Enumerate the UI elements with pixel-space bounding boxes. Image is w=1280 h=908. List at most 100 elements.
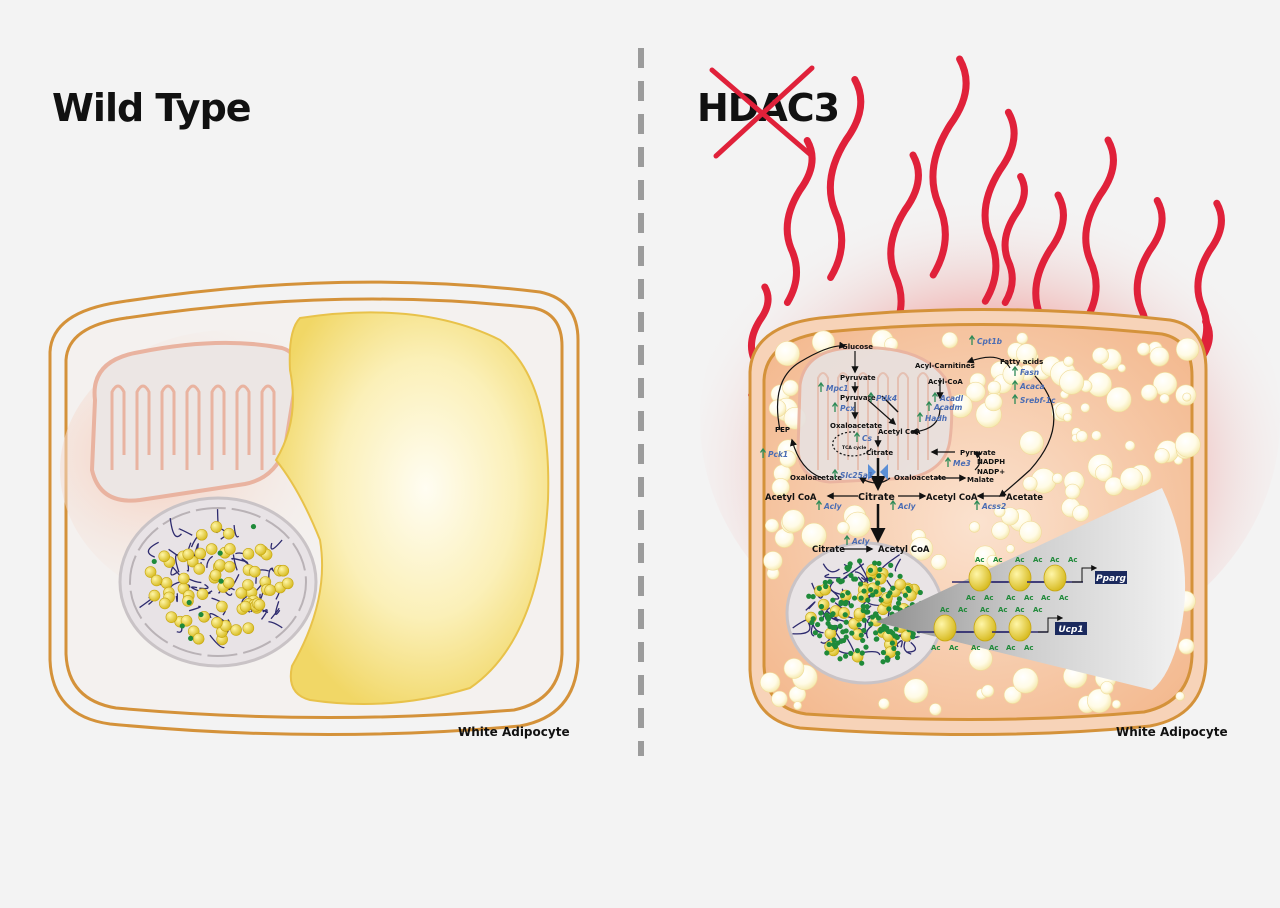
ko-nucleus: [785, 541, 945, 685]
acetyl-label: Ac: [1015, 606, 1025, 614]
dna-strand: [805, 601, 816, 611]
nucleosome: [249, 565, 261, 578]
gene-label-pparg: Pparg: [1096, 574, 1127, 584]
dna-strand: [865, 625, 873, 639]
lipid-droplet: [1016, 332, 1029, 345]
lipid-droplet: [1149, 346, 1170, 367]
acetyl-mark: [851, 595, 858, 601]
lipid-droplet: [987, 380, 1002, 395]
acetyl-mark: [843, 619, 849, 625]
dna-strand: [178, 528, 193, 536]
lipid-droplet: [1111, 699, 1122, 709]
acetyl-mark: [854, 648, 861, 654]
dna-strand: [906, 641, 917, 653]
histone-octamer: [933, 614, 957, 642]
heat-wave: [1082, 136, 1117, 324]
acetyl-mark: [888, 572, 894, 578]
acetyl-mark: [892, 605, 898, 611]
lipid-droplet: [909, 536, 934, 561]
multilocular-lipid-droplets: [759, 329, 1201, 716]
acetyl-mark: [844, 565, 850, 571]
acetyl-mark: [824, 612, 830, 618]
acetyl-mark: [831, 641, 837, 648]
pathway-label-oxaloacetate_mito: Oxaloacetate: [830, 422, 882, 430]
acetyl-mark: [861, 627, 867, 634]
nucleosome: [148, 589, 161, 602]
gene-label-slc25a1: Slc25a1: [840, 471, 873, 480]
acetyl-mark: [878, 626, 884, 632]
acetyl-label: Ac: [971, 644, 981, 652]
lipid-droplet: [878, 698, 890, 710]
dna-strand: [274, 601, 281, 616]
acetyl-mark: [827, 579, 833, 585]
lipid-droplet: [1003, 686, 1022, 704]
acetyl-mark: [860, 603, 866, 610]
upregulation-arrow-icon: [853, 431, 861, 442]
gene-label-cs: Cs: [862, 434, 873, 443]
acetyl-mark: [890, 585, 896, 591]
acetyl-label: Ac: [1033, 606, 1043, 614]
lipid-droplet: [1002, 363, 1025, 386]
gene-label-acly_nuc: Acly: [851, 537, 871, 546]
acetyl-mark: [848, 572, 854, 578]
nucleosome: [239, 600, 252, 613]
pathway-label-oxaloacetate_right: Oxaloacetate: [894, 474, 946, 482]
lipid-droplet: [1019, 520, 1042, 544]
acetyl-label: Ac: [1006, 594, 1016, 602]
acetyl-label: Ac: [966, 594, 976, 602]
acetyl-mark: [874, 636, 880, 642]
gene-label-acaca: Acaca: [1019, 382, 1045, 391]
acetyl-mark: [839, 578, 845, 584]
dna-strand: [824, 573, 841, 579]
nucleosome: [211, 616, 223, 629]
acetyl-mark: [872, 560, 878, 566]
lipid-droplet: [1059, 369, 1085, 395]
pathway-label-acyl_coa: Acyl-CoA: [928, 378, 963, 386]
gene-box-ucp1: [1055, 622, 1087, 635]
lipid-droplet: [1052, 472, 1064, 484]
lipid-droplet: [1063, 356, 1074, 367]
acetyl-mark: [806, 593, 812, 599]
lipid-droplet: [1092, 347, 1109, 365]
nucleosome: [216, 600, 228, 613]
acetyl-mark: [840, 629, 846, 635]
lipid-droplet: [1140, 384, 1158, 402]
dna-strand: [233, 524, 240, 538]
acetyl-label: Ac: [1041, 594, 1051, 602]
gene-label-pck1: Pck1: [768, 450, 788, 459]
lipid-droplet: [991, 521, 1010, 540]
acetyl-mark: [810, 616, 816, 622]
acetyl-mark: [840, 637, 847, 644]
histone-octamer: [1008, 564, 1032, 592]
nucleosome: [144, 566, 157, 578]
lipid-droplet: [984, 393, 1003, 412]
histone-octamer: [968, 564, 992, 592]
acetyl-mark: [829, 612, 835, 618]
gene-label-acss2: Acss2: [981, 502, 1006, 511]
acetyl-mark: [869, 592, 876, 598]
hdac3-title: HDAC3: [697, 86, 840, 130]
transcription-start-arrow: [1072, 565, 1098, 583]
zoom-cone: [876, 488, 1186, 690]
dna-strand: [842, 563, 865, 580]
nucleosome: [209, 569, 222, 581]
acetyl-label: Ac: [989, 644, 999, 652]
nucleosome: [254, 543, 267, 556]
acetyl-mark: [217, 550, 223, 556]
acetyl-mark: [910, 631, 916, 637]
upregulation-arrow-icon: [817, 381, 825, 392]
transcription-start-arrow: [1038, 615, 1064, 633]
acetyl-mark: [880, 649, 887, 656]
dna-strand: [268, 621, 283, 629]
pathway-label-acetyl_coa_right: Acetyl CoA: [926, 493, 978, 503]
gene-label-acly_right: Acly: [897, 502, 917, 511]
lipid-droplet: [1175, 337, 1200, 361]
pathway-arrows: [776, 341, 1055, 553]
wt-nucleus: [118, 496, 318, 668]
wild-type-caption: White Adipocyte: [458, 725, 570, 739]
lipid-droplet: [1062, 412, 1073, 423]
acetyl-mark: [826, 641, 832, 648]
lipid-droplet: [941, 331, 958, 349]
dna-strand: [209, 634, 225, 649]
heat-wave: [826, 76, 865, 281]
